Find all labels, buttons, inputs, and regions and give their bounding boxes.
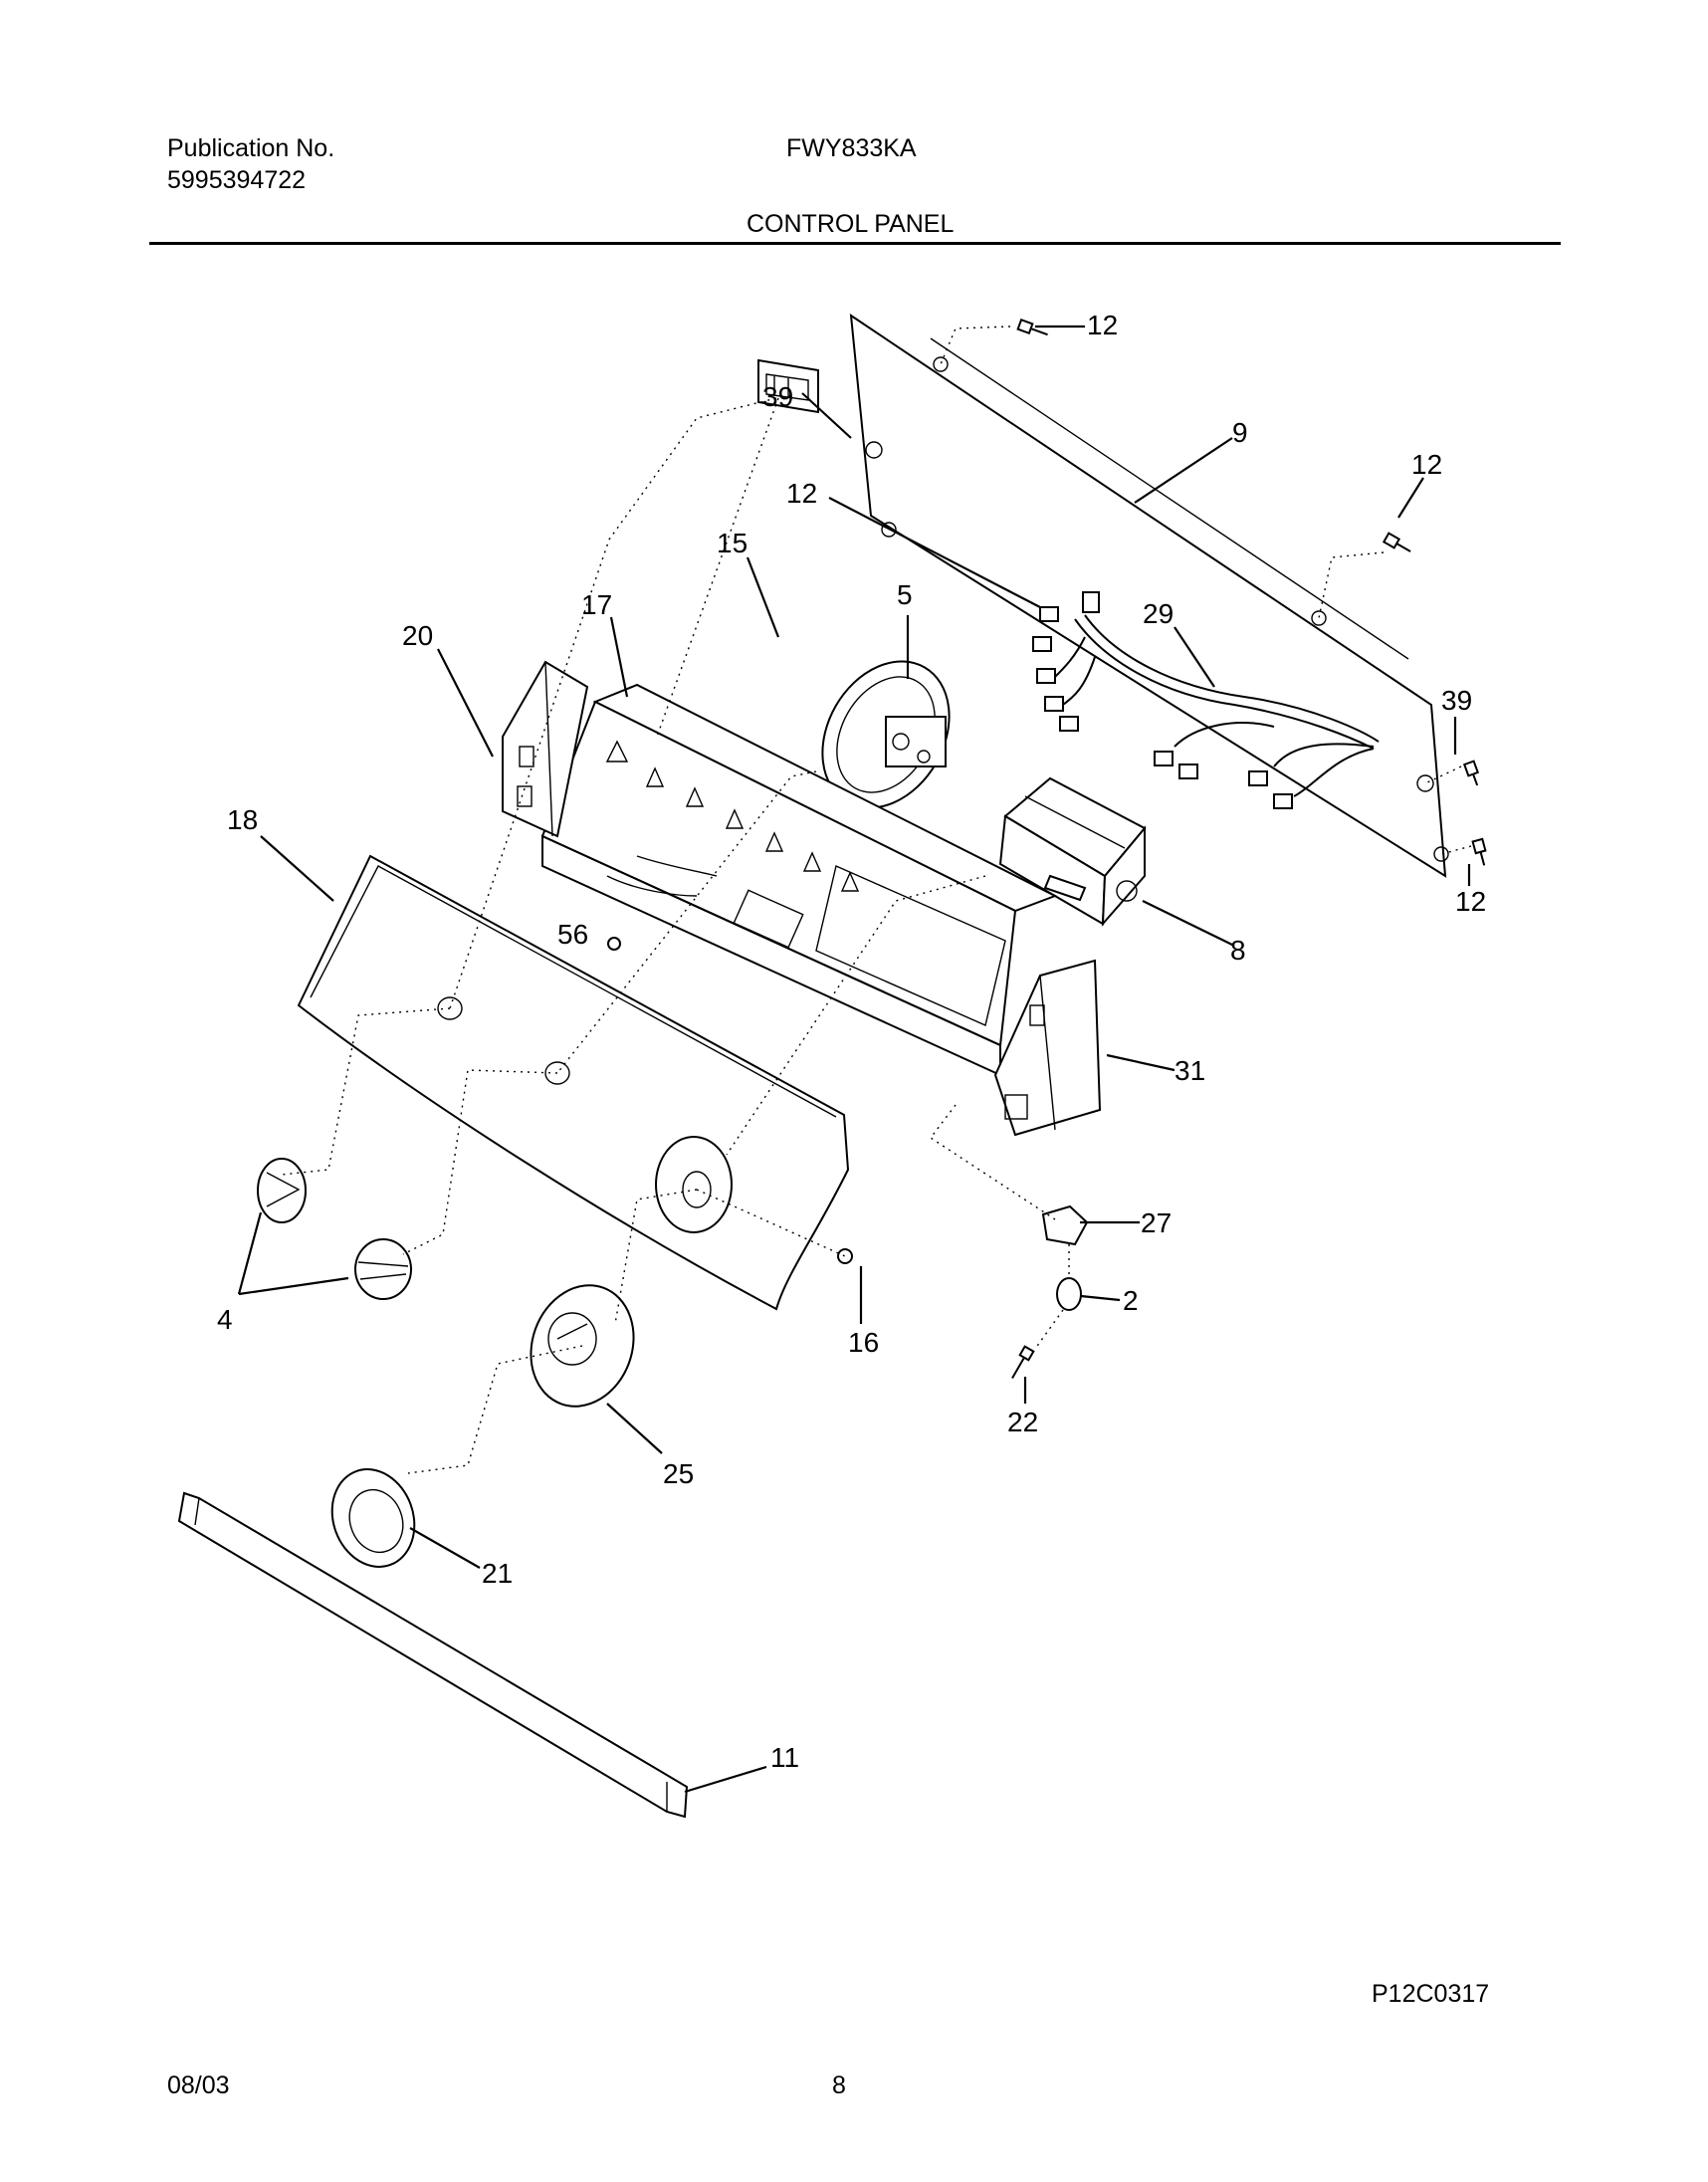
trim-strip [177, 1491, 689, 1819]
callout-25-label: 25 [663, 1458, 694, 1489]
diagram-code: P12C0317 [1372, 1980, 1490, 2008]
knob-4-lower [354, 1238, 412, 1300]
callout-16-label: 16 [848, 1327, 879, 1358]
timer-part [998, 776, 1147, 927]
callout-12-right-label: 12 [1411, 449, 1442, 480]
screw-12-top [1016, 318, 1048, 336]
callout-22-label: 22 [1007, 1407, 1038, 1437]
callout-31-label: 31 [1174, 1055, 1205, 1086]
callout-29-label: 29 [1143, 598, 1174, 629]
callout-21-label: 21 [482, 1558, 513, 1589]
knob-4-upper [257, 1158, 307, 1223]
callout-27-label: 27 [1141, 1207, 1172, 1238]
callout-labels: 12 39 9 12 12 15 5 17 20 29 39 18 56 8 1… [217, 310, 1486, 1773]
small-fastener-parts [607, 937, 853, 1264]
callout-39-right-label: 39 [1441, 685, 1472, 716]
selector-switch-part [821, 660, 951, 809]
right-end-cap [993, 959, 1102, 1137]
header-rule [149, 242, 1561, 245]
page-number: 8 [832, 2072, 846, 2099]
callout-12-left-label: 12 [786, 478, 817, 509]
screw-12-bottom [1471, 837, 1487, 866]
callout-5-label: 5 [897, 579, 913, 610]
callout-15-label: 15 [717, 528, 747, 558]
main-knob-part [330, 1468, 416, 1568]
callout-11-label: 11 [770, 1742, 799, 1773]
callout-17-label: 17 [581, 589, 612, 620]
callout-20-label: 20 [402, 620, 433, 651]
model-number: FWY833KA [786, 134, 917, 162]
screw-39-right [1462, 760, 1480, 786]
callout-2-label: 2 [1123, 1285, 1139, 1316]
hinge-hardware [1011, 1204, 1089, 1380]
callout-56-label: 56 [557, 919, 588, 950]
callout-12-top-label: 12 [1087, 310, 1118, 340]
callout-9-label: 9 [1232, 417, 1248, 448]
callout-leader-lines [237, 325, 1471, 1794]
wire-harness [1032, 591, 1380, 809]
screw-parts [1016, 318, 1487, 866]
rear-cover-panel [849, 313, 1449, 878]
left-end-cap [502, 660, 589, 838]
footer-date: 08/03 [167, 2072, 230, 2099]
callout-39-left-label: 39 [762, 381, 793, 412]
switch-part [757, 358, 819, 414]
knob-parts [257, 1158, 412, 1300]
callout-8-label: 8 [1230, 935, 1246, 966]
screw-12-right [1382, 532, 1411, 552]
assembly-guide-lines [281, 326, 1472, 1474]
callout-4-label: 4 [217, 1304, 233, 1335]
publication-number: 5995394722 [167, 166, 307, 194]
publication-label: Publication No. [167, 134, 335, 162]
callout-12-bottom-label: 12 [1455, 886, 1486, 917]
callout-18-label: 18 [227, 804, 258, 835]
section-title: CONTROL PANEL [747, 210, 955, 238]
